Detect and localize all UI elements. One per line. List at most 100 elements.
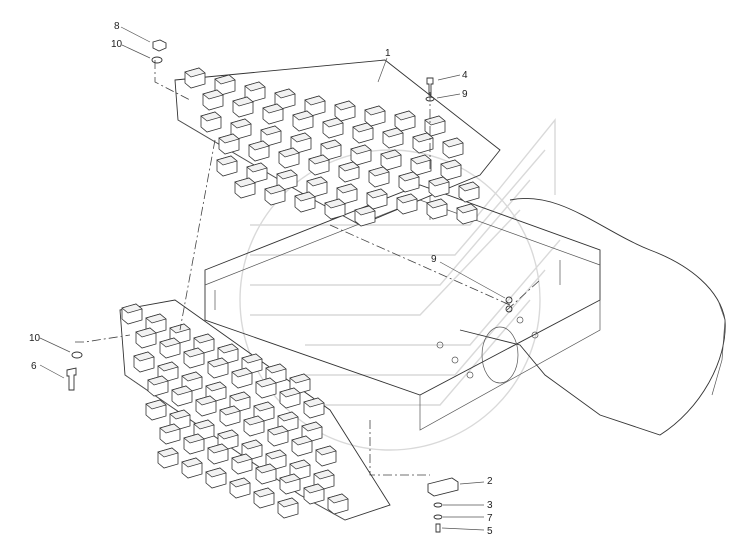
pad-foot-top	[159, 423, 181, 434]
callout-5: 5	[487, 526, 493, 537]
pad-foot-top	[253, 487, 275, 498]
pad-foot-top	[241, 439, 263, 450]
pad-foot-top	[195, 395, 217, 406]
pad-foot-top	[301, 421, 323, 432]
pad-foot-top	[267, 425, 289, 436]
pad-foot-top	[338, 161, 360, 172]
pad-foot-top	[218, 133, 240, 144]
pad-foot-top	[207, 443, 229, 454]
pad-foot-top	[248, 140, 270, 151]
leader-lines	[39, 26, 506, 531]
pad-foot-top	[380, 149, 402, 160]
pad-foot-top	[183, 347, 205, 358]
pad-foot-top	[327, 493, 349, 504]
pad-foot-top	[265, 449, 287, 460]
bolt-icon	[66, 367, 77, 391]
pad-foot-top	[456, 203, 478, 214]
pad-foot-top	[231, 367, 253, 378]
pad-foot-top	[352, 122, 374, 133]
pad-foot-top	[354, 205, 376, 216]
pad-foot-top	[304, 95, 326, 106]
pad-foot-top	[205, 381, 227, 392]
pad-foot-top	[315, 445, 337, 456]
pad-foot-top	[426, 198, 448, 209]
pad-foot-top	[303, 483, 325, 494]
callout-1: 1	[385, 48, 391, 59]
lower-padfoot-shell	[119, 299, 391, 521]
pad-foot-top	[440, 159, 462, 170]
pad-foot-top	[336, 183, 358, 194]
watermark-logo	[239, 118, 561, 451]
nut-hex-icon	[152, 39, 167, 52]
bolt-icon	[426, 77, 434, 96]
pad-foot-top	[394, 110, 416, 121]
pad-foot-top	[241, 353, 263, 364]
pad-foot-top	[255, 463, 277, 474]
fasteners	[66, 39, 513, 533]
pad-foot-top	[294, 191, 316, 202]
callout-7: 7	[487, 513, 493, 524]
pad-foot-top	[306, 176, 328, 187]
pad-foot-top	[277, 497, 299, 508]
pad-foot-top	[260, 125, 282, 136]
lower-pad-group	[121, 303, 349, 519]
pad-foot-top	[289, 459, 311, 470]
callout-10: 10	[111, 39, 123, 50]
pad-foot-top	[171, 385, 193, 396]
pad-foot-top	[253, 401, 275, 412]
pad-foot-top	[157, 447, 179, 458]
callout-8: 8	[114, 21, 120, 32]
pad-foot-top	[159, 337, 181, 348]
washer-icon	[505, 305, 513, 313]
pad-foot-top	[145, 399, 167, 410]
callout-10: 10	[29, 333, 41, 344]
washer-icon	[71, 351, 83, 359]
pad-foot-top	[364, 105, 386, 116]
pad-foot-top	[308, 154, 330, 165]
pad-foot-top	[303, 397, 325, 408]
pad-foot-top	[366, 188, 388, 199]
pad-foot-top	[320, 139, 342, 150]
washer-icon	[505, 296, 513, 304]
callout-3: 3	[487, 500, 493, 511]
callout-labels: 1 2 3 4 5 6 7 8 9 9 10 10	[29, 21, 493, 537]
pad-foot-top	[214, 74, 236, 85]
pad-foot-top	[231, 453, 253, 464]
pad-foot-top	[232, 96, 254, 107]
pad-foot-top	[274, 88, 296, 99]
pad-foot-top	[428, 176, 450, 187]
callout-4: 4	[462, 70, 468, 81]
pad-foot-top	[229, 477, 251, 488]
pad-foot-top	[278, 147, 300, 158]
pad-foot-top	[265, 363, 287, 374]
pad-foot-top	[181, 457, 203, 468]
pad-foot-top	[184, 67, 206, 78]
callout-6: 6	[31, 361, 37, 372]
pad-foot-top	[410, 154, 432, 165]
pad-foot-top	[216, 155, 238, 166]
pad-foot-top	[313, 469, 335, 480]
assembly-lines	[75, 60, 541, 476]
pad-foot-top	[219, 405, 241, 416]
pad-foot-top	[183, 433, 205, 444]
pad-foot-top	[442, 137, 464, 148]
pad-foot-top	[217, 343, 239, 354]
pad-foot-top	[277, 411, 299, 422]
bolt-icon	[435, 523, 441, 533]
callout-9: 9	[431, 254, 437, 265]
pad-foot-top	[458, 181, 480, 192]
pad-foot-top	[234, 177, 256, 188]
pad-foot-top	[279, 473, 301, 484]
pad-foot-top	[350, 144, 372, 155]
callout-2: 2	[487, 476, 493, 487]
pad-foot-top	[396, 193, 418, 204]
washer-icon	[425, 96, 435, 102]
pad-foot-top	[133, 351, 155, 362]
pad-foot-top	[193, 419, 215, 430]
pad-foot-top	[147, 375, 169, 386]
pad-foot-top	[334, 100, 356, 111]
pad-foot-top	[244, 81, 266, 92]
washer-icon	[433, 514, 443, 520]
pad-foot-top	[322, 117, 344, 128]
washer-icon	[433, 502, 443, 508]
